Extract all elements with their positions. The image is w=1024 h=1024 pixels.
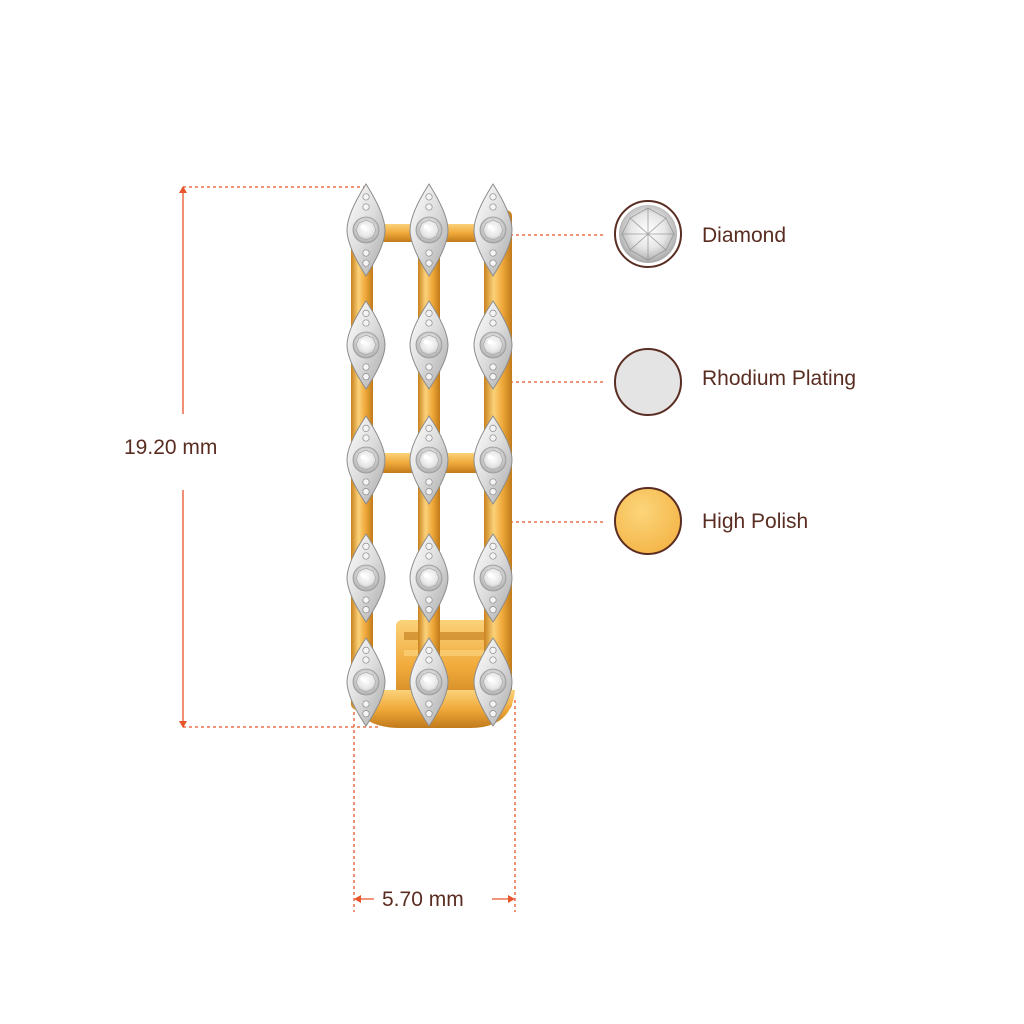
diamond-setting: [473, 300, 513, 390]
diamond-setting: [409, 183, 449, 277]
height-dimension-label: 19.20 mm: [124, 436, 218, 459]
diamond-setting: [473, 637, 513, 727]
diamond-setting: [409, 300, 449, 390]
diamond-settings: [346, 183, 513, 727]
diamond-setting: [346, 183, 386, 277]
legend-label-high-polish: High Polish: [702, 510, 809, 533]
width-arrow-left-icon: [354, 895, 361, 903]
diamond-setting: [473, 533, 513, 623]
diamond-setting: [473, 415, 513, 505]
diamond-setting: [409, 415, 449, 505]
rhodium-swatch-icon: [614, 348, 682, 416]
diamond-setting: [473, 183, 513, 277]
height-dimension: [182, 186, 380, 728]
legend-label-diamond: Diamond: [702, 224, 787, 247]
diamond-setting: [346, 300, 386, 390]
diamond-setting: [346, 415, 386, 505]
diamond-setting: [346, 637, 386, 727]
height-arrow-top-icon: [179, 186, 187, 193]
legend-label-rhodium: Rhodium Plating: [702, 367, 857, 390]
diamond-setting: [409, 637, 449, 727]
diamond-setting: [346, 533, 386, 623]
width-arrow-right-icon: [508, 895, 515, 903]
height-arrow-bottom-icon: [179, 721, 187, 728]
width-dimension: [353, 700, 516, 912]
width-dimension-label: 5.70 mm: [382, 888, 464, 911]
diamond-swatch-icon: [614, 200, 682, 268]
diamond-setting: [409, 533, 449, 623]
gold-swatch-icon: [614, 487, 682, 555]
